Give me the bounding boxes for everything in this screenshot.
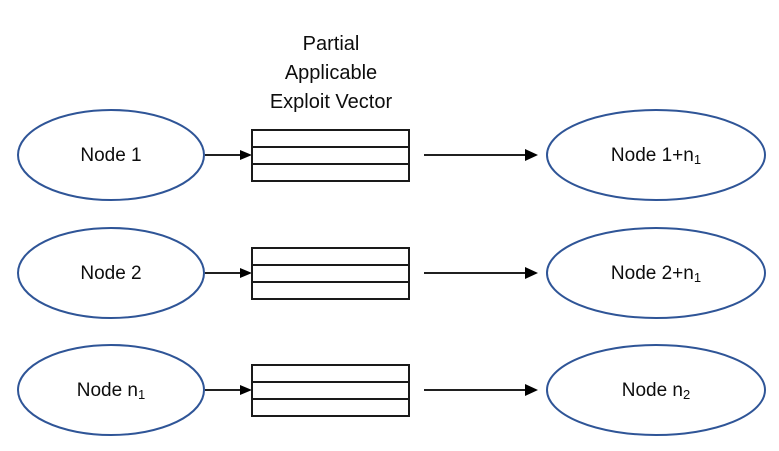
diagram-row-3: Node n1 Node n2: [17, 344, 766, 436]
diagram-row-2: Node 2 Node 2+n1: [17, 227, 766, 319]
arrow-3-source-to-vector-head: [240, 385, 252, 395]
node-n1-label-sub: 1: [138, 387, 145, 402]
node-1-label-base: Node 1: [80, 145, 141, 166]
node-1-label: Node 1: [80, 145, 141, 166]
exploit-vector-3-outline: [251, 364, 410, 417]
caption-line-1: Partial: [303, 33, 360, 55]
exploit-vector-2-outline: [251, 247, 410, 300]
node-2-plus-n1-label: Node 2+n1: [611, 263, 701, 285]
node-1[interactable]: [17, 109, 205, 201]
node-n1-label-base: Node n: [77, 380, 138, 401]
node-n2-label: Node n2: [622, 380, 691, 402]
exploit-vector-3[interactable]: [251, 364, 410, 417]
node-1-plus-n1-label-sub: 1: [694, 152, 701, 167]
node-n1[interactable]: [17, 344, 205, 436]
arrow-2-source-to-vector-head: [240, 268, 252, 278]
node-2-label: Node 2: [80, 263, 141, 284]
node-1-plus-n1-label-base: Node 1+n: [611, 145, 694, 166]
node-1-plus-n1-label: Node 1+n1: [611, 145, 701, 167]
node-n2[interactable]: [546, 344, 766, 436]
caption-group: Partial Applicable Exploit Vector: [270, 33, 393, 113]
node-2-plus-n1-label-sub: 1: [694, 270, 701, 285]
node-2-plus-n1[interactable]: [546, 227, 766, 319]
node-n1-label: Node n1: [77, 380, 146, 402]
arrow-2-vector-to-target-head: [525, 267, 538, 279]
arrow-1-source-to-vector-head: [240, 150, 252, 160]
arrow-1-vector-to-target-head: [525, 149, 538, 161]
caption-line-3: Exploit Vector: [270, 91, 393, 113]
exploit-vector-1[interactable]: [251, 129, 410, 182]
exploit-vector-1-outline: [251, 129, 410, 182]
caption-line-2: Applicable: [285, 62, 377, 84]
node-n2-label-base: Node n: [622, 380, 683, 401]
exploit-vector-2[interactable]: [251, 247, 410, 300]
node-n2-label-sub: 2: [683, 387, 690, 402]
arrow-3-vector-to-target-head: [525, 384, 538, 396]
node-2-label-base: Node 2: [80, 263, 141, 284]
node-2-plus-n1-label-base: Node 2+n: [611, 263, 694, 284]
diagram-row-1: Node 1 Node 1+n1: [17, 109, 766, 201]
node-1-plus-n1[interactable]: [546, 109, 766, 201]
node-2[interactable]: [17, 227, 205, 319]
